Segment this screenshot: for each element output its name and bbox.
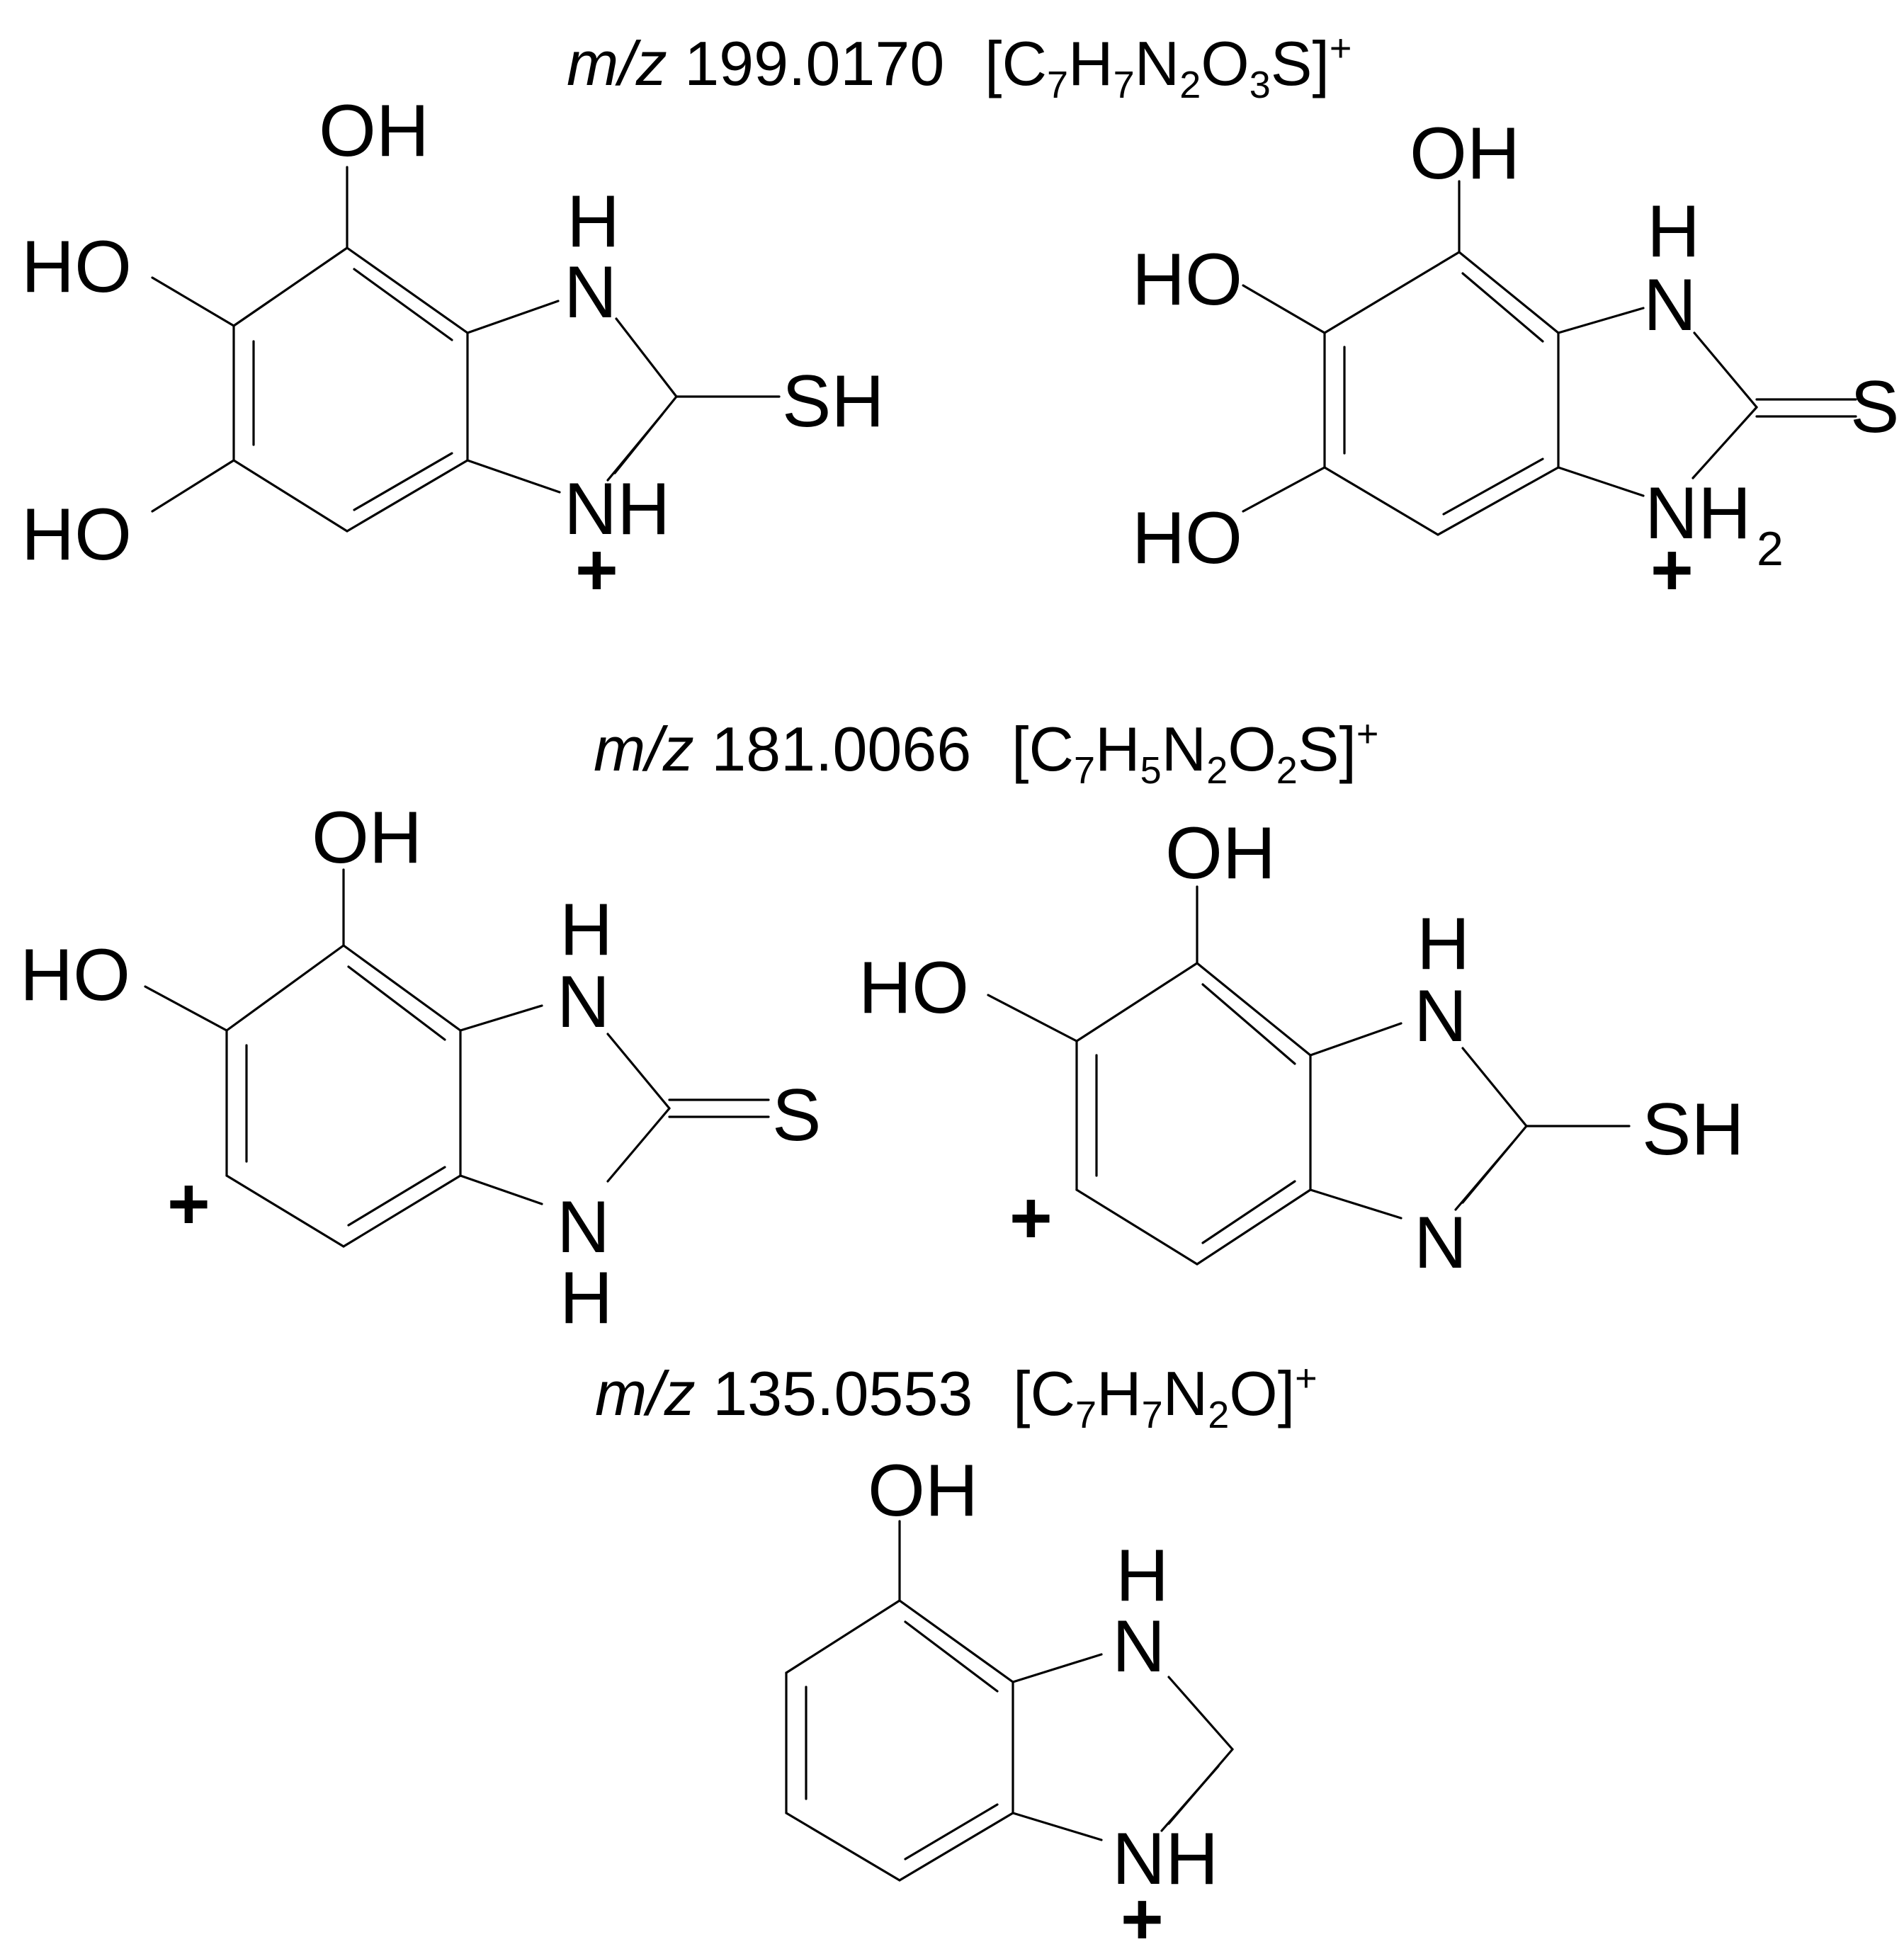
atom-nh: NH <box>564 468 670 550</box>
structure-181-thiol-form: OH HO H N SH N + <box>858 812 1744 1284</box>
formula-part: N <box>1163 1358 1208 1428</box>
formula-part: O <box>1228 714 1276 784</box>
formula-part: N <box>1135 28 1180 98</box>
formula-part: 7 <box>1074 749 1095 792</box>
atom-n: N <box>1643 264 1696 346</box>
atom-oh: OH <box>1410 113 1520 195</box>
atom-s: S <box>772 1074 821 1157</box>
atom-sh: SH <box>782 360 884 443</box>
heading-181-mz: m/z 181.0066 <box>594 714 971 784</box>
heading-fragment-181: m/z 181.0066 [C7H5N2O2S]+ <box>594 712 1378 792</box>
atom-h: H <box>560 1257 613 1339</box>
atom-h: H <box>1417 903 1470 985</box>
atom-n: N <box>557 1186 610 1268</box>
formula-part: [C <box>985 28 1047 98</box>
formula-part: [C <box>1013 1358 1075 1428</box>
atom-oh: OH <box>868 1450 978 1532</box>
formula-part: + <box>1295 1357 1318 1399</box>
atom-ho: HO <box>21 226 132 308</box>
atom-n: N <box>557 961 610 1043</box>
atom-n: N <box>564 251 617 334</box>
charge-plus: + <box>1121 1878 1164 1949</box>
atom-sh: SH <box>1642 1089 1744 1171</box>
atom-h: H <box>560 889 613 971</box>
formula-part: 2 <box>1206 749 1228 792</box>
heading-135-mz: m/z 135.0553 <box>595 1358 973 1428</box>
atom-ho: HO <box>1132 497 1242 579</box>
atom-nh: NH <box>1645 472 1751 555</box>
formula-part: + <box>1356 712 1379 755</box>
atom-n: N <box>1112 1606 1165 1688</box>
atom-nh: NH <box>1112 1818 1218 1900</box>
atom-h: H <box>1116 1535 1169 1617</box>
heading-181-formula: [C7H5N2O2S]+ <box>1012 712 1378 792</box>
atom-oh: OH <box>1165 812 1276 894</box>
formula-part: 7 <box>1075 1394 1096 1436</box>
heading-199-formula: [C7H7N2O3S]+ <box>985 27 1352 106</box>
structure-199-thione-form: OH HO HO H N S NH 2 + <box>1132 113 1899 611</box>
atom-s: S <box>1850 366 1899 448</box>
atom-n: N <box>1414 1202 1467 1284</box>
formula-part: + <box>1330 27 1352 69</box>
charge-plus: + <box>1650 529 1694 611</box>
formula-part: 2 <box>1276 749 1298 792</box>
atom-oh: OH <box>319 90 429 172</box>
formula-part: 2 <box>1179 64 1201 106</box>
formula-part: [C <box>1012 714 1074 784</box>
atom-n: N <box>1414 975 1467 1057</box>
atom-h: H <box>567 181 620 263</box>
heading-199-mz: m/z 199.0170 <box>567 28 944 98</box>
atom-ho: HO <box>21 494 132 576</box>
formula-part: S] <box>1271 28 1330 98</box>
formula-part: H <box>1096 1358 1142 1428</box>
atom-ho: HO <box>1132 239 1242 321</box>
charge-plus: + <box>575 529 618 611</box>
formula-part: 2 <box>1208 1394 1229 1436</box>
formula-part: H <box>1095 714 1140 784</box>
formula-part: 5 <box>1140 749 1162 792</box>
formula-part: N <box>1162 714 1207 784</box>
structure-135: OH H N NH + <box>785 1450 1234 1949</box>
charge-plus: + <box>167 1163 210 1245</box>
atom-ho: HO <box>858 947 969 1029</box>
formula-part: O <box>1201 28 1249 98</box>
subscript-2: 2 <box>1757 522 1784 576</box>
formula-part: 3 <box>1250 64 1271 106</box>
formula-part: S] <box>1298 714 1356 784</box>
structure-199-thiol-form: OH HO HO H N SH NH + <box>21 90 884 611</box>
heading-fragment-135: m/z 135.0553 [C7H7N2O]+ <box>595 1357 1318 1436</box>
formula-part: 7 <box>1114 64 1135 106</box>
structure-181-thione-form: OH HO H N S N H + <box>20 797 821 1339</box>
formula-part: 7 <box>1142 1394 1163 1436</box>
heading-135-formula: [C7H7N2O]+ <box>1013 1357 1318 1436</box>
charge-plus: + <box>1009 1177 1053 1259</box>
atom-oh: OH <box>312 797 422 879</box>
formula-part: H <box>1068 28 1114 98</box>
atom-ho: HO <box>20 934 130 1016</box>
formula-part: 7 <box>1047 64 1068 106</box>
formula-part: O] <box>1229 1358 1295 1428</box>
heading-fragment-199: m/z 199.0170 [C7H7N2O3S]+ <box>567 27 1352 106</box>
atom-h: H <box>1647 191 1700 273</box>
